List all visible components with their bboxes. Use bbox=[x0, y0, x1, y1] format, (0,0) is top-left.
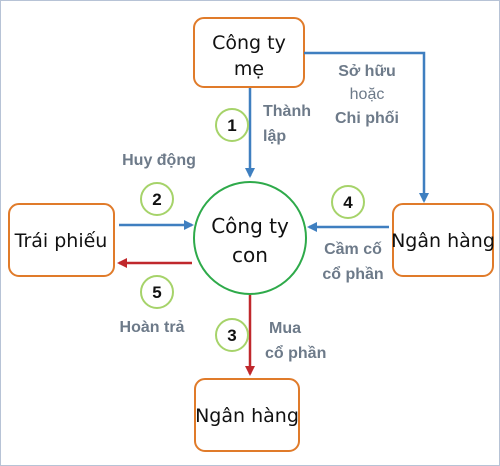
buy-shares-label-line2: cổ phần bbox=[265, 344, 326, 362]
pledge-label-line1: Cầm cố bbox=[324, 241, 382, 258]
own-control-label-line3: Chi phối bbox=[335, 110, 399, 127]
repay-label: Hoàn trả bbox=[120, 319, 185, 336]
step-2-number: 2 bbox=[152, 190, 161, 209]
step-2-badge bbox=[140, 182, 174, 216]
pledge-label-line2: cổ phần bbox=[322, 265, 383, 283]
step-5-badge bbox=[140, 275, 174, 309]
bank-bottom-label: Ngân hàng bbox=[195, 405, 299, 427]
arrow-own-control bbox=[304, 51, 429, 203]
step-4-number: 4 bbox=[343, 193, 353, 212]
step-4-badge bbox=[331, 185, 365, 219]
bank-bottom-box bbox=[194, 378, 300, 452]
own-control-label-line2: hoặc bbox=[350, 86, 385, 103]
bonds-box bbox=[8, 203, 115, 277]
subsidiary-label-line1: Công ty bbox=[211, 214, 289, 238]
step-3-badge bbox=[215, 318, 249, 352]
step-1-badge bbox=[215, 108, 249, 142]
subsidiary-circle bbox=[193, 181, 307, 295]
step-1-number: 1 bbox=[227, 116, 236, 135]
step-3-number: 3 bbox=[227, 326, 236, 345]
bank-right-label: Ngân hàng bbox=[391, 230, 495, 252]
parent-company-label-line1: Công ty bbox=[212, 32, 286, 54]
establish-label-line2: lập bbox=[263, 128, 286, 145]
establish-label-line1: Thành bbox=[263, 103, 311, 120]
own-control-label-line1: Sở hữu bbox=[338, 63, 396, 80]
subsidiary-label-line2: con bbox=[232, 243, 268, 267]
bank-right-box bbox=[392, 203, 494, 277]
parent-company-label-line2: mẹ bbox=[234, 58, 264, 80]
mobilize-label: Huy động bbox=[122, 152, 196, 169]
step-5-number: 5 bbox=[152, 283, 161, 302]
buy-shares-label-line1: Mua bbox=[269, 320, 301, 337]
bonds-label: Trái phiếu bbox=[14, 230, 108, 252]
